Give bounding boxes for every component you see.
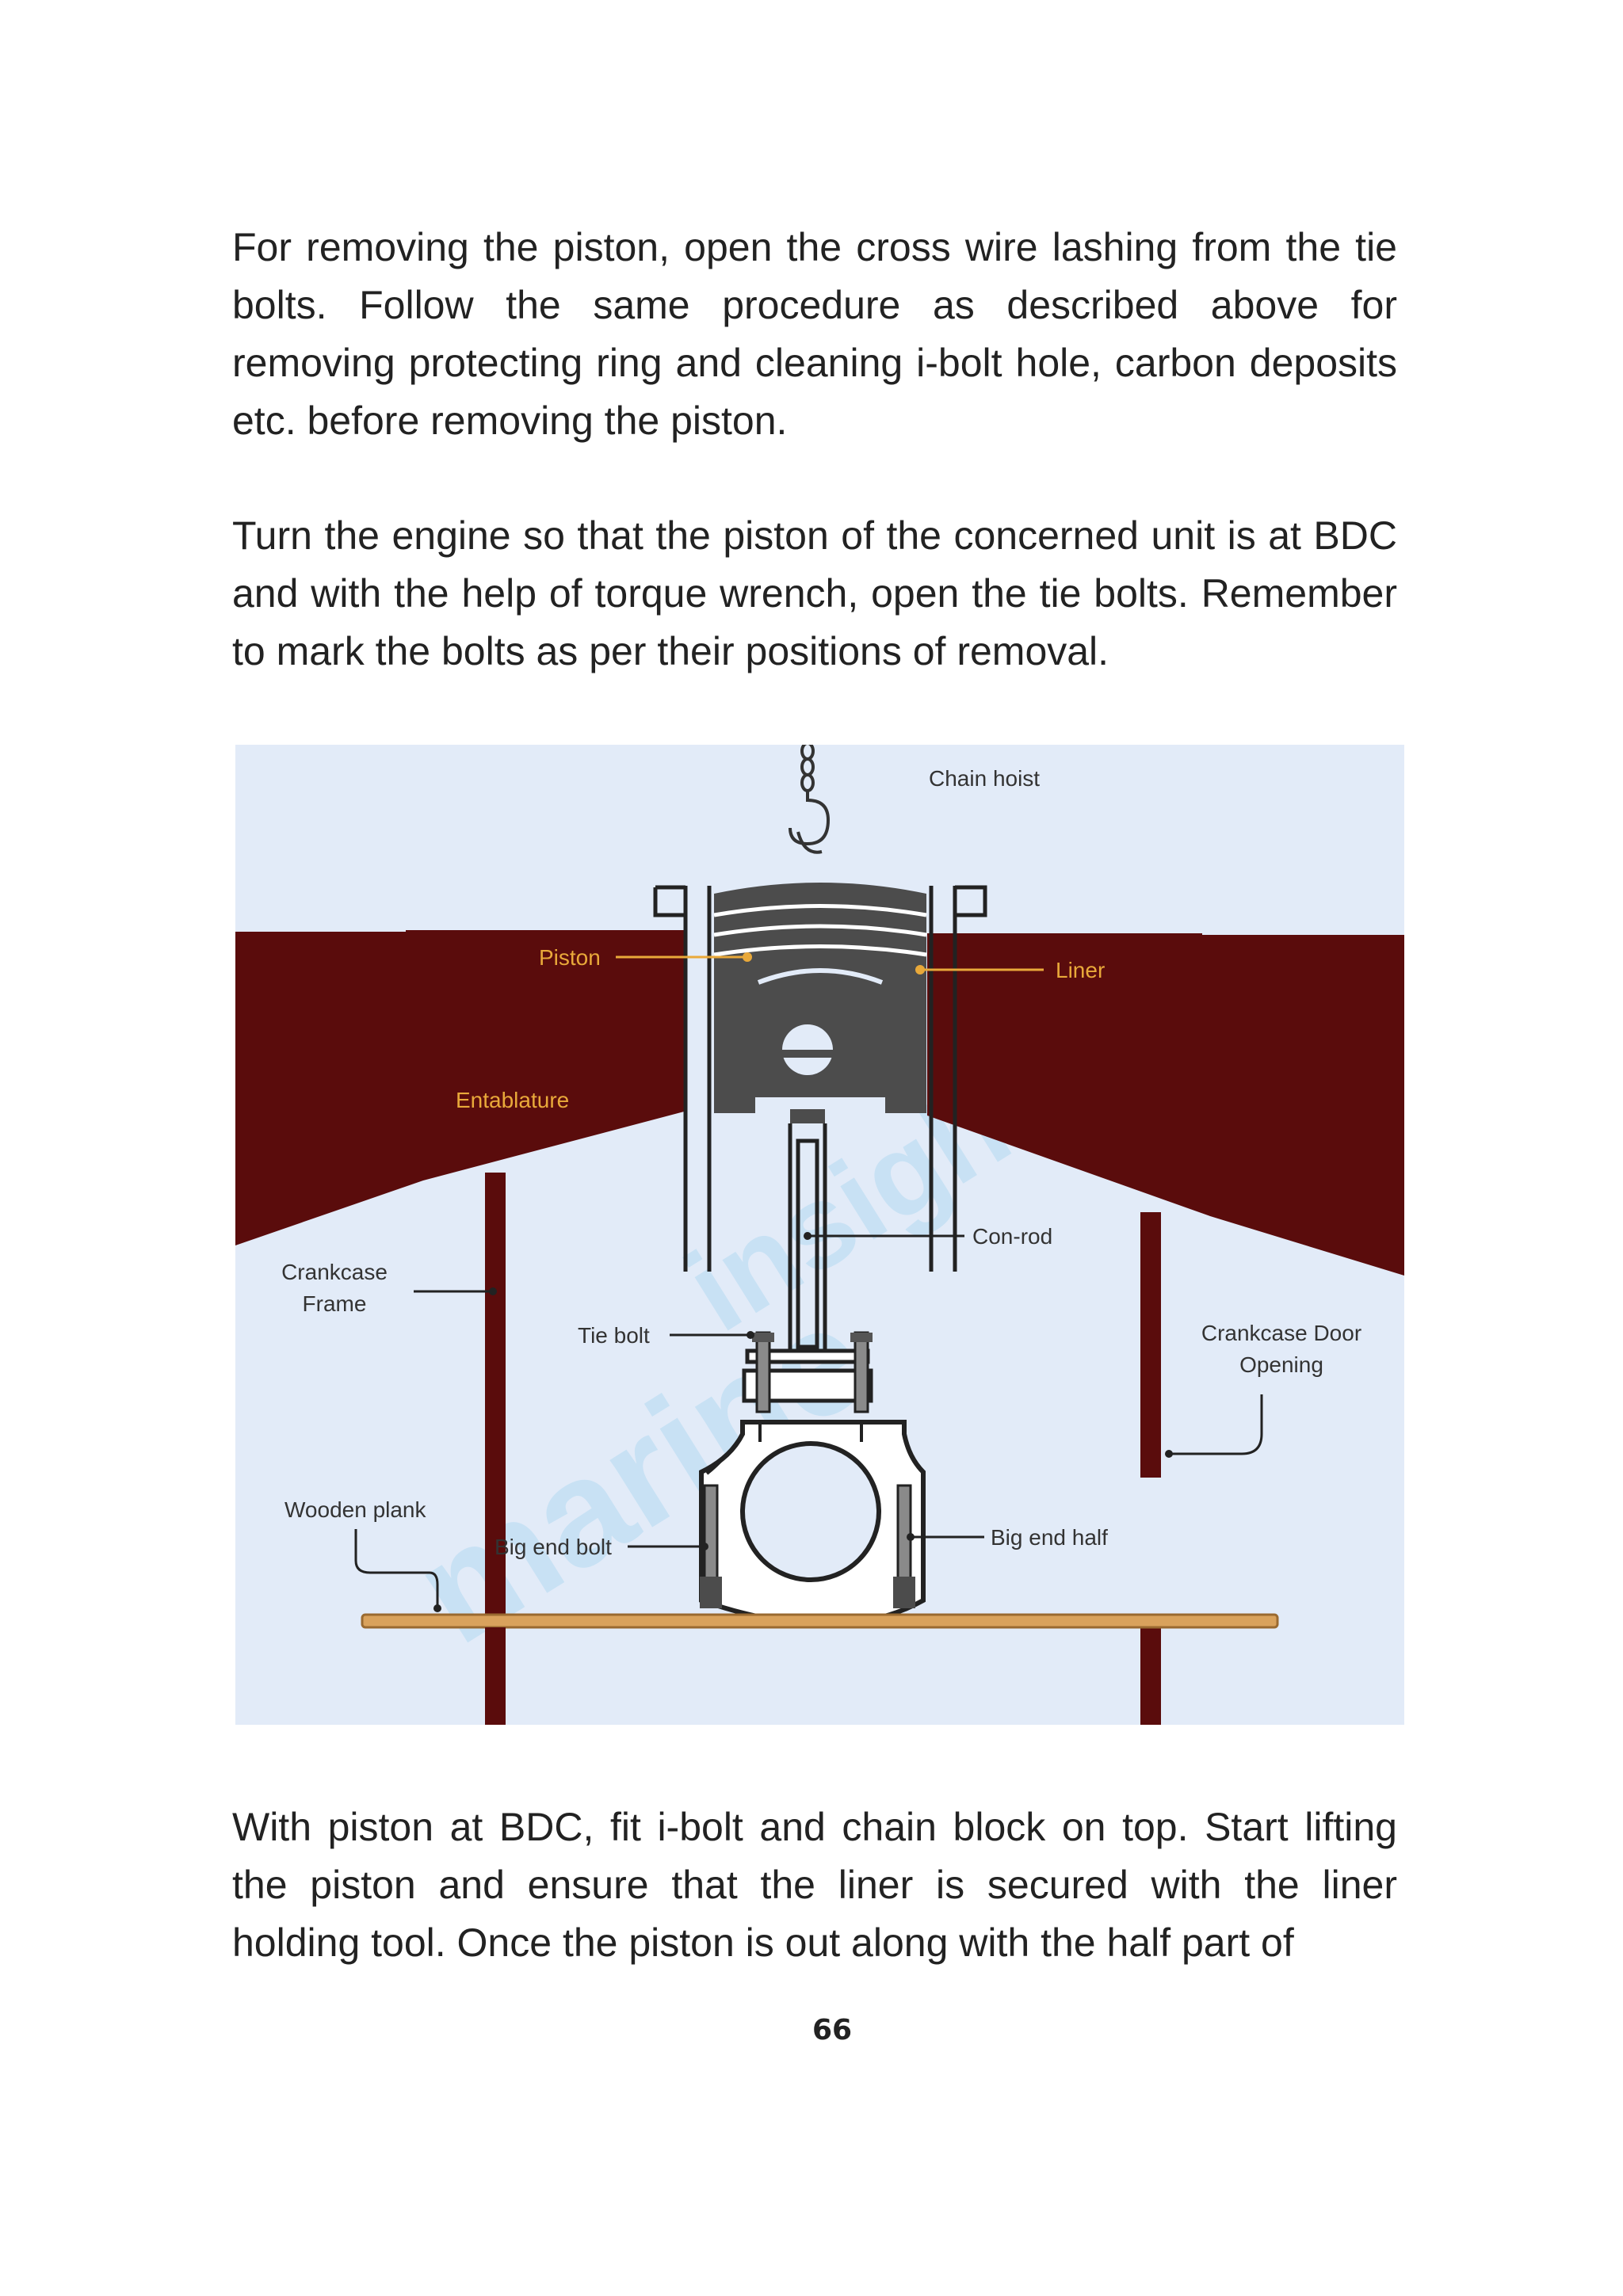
label-crankcase-frame-2: Frame [303,1291,367,1316]
wooden-plank [361,1613,1279,1629]
label-piston: Piston [539,945,601,970]
plank-support-right [1140,1624,1161,1725]
paragraph-3: With piston at BDC, fit i-bolt and chain… [232,1805,1397,1965]
piston [713,883,927,1113]
label-wooden-plank: Wooden plank [285,1497,427,1522]
paragraph-1: For removing the piston, open the cross … [232,225,1397,443]
piston-removal-diagram: marine insight [235,745,1404,1725]
chain-hoist-icon [789,745,831,854]
liner [653,885,987,1272]
label-tie-bolt: Tie bolt [578,1323,650,1348]
entablature-left [235,930,687,1245]
paragraph-2: Turn the engine so that the piston of th… [232,513,1397,673]
label-chain-hoist: Chain hoist [929,766,1040,791]
label-crankcase-door-2: Opening [1239,1352,1323,1377]
label-con-rod: Con-rod [972,1224,1052,1249]
page-number: 66 [812,2014,853,2046]
entablature-right [927,933,1404,1276]
label-big-end-bolt: Big end bolt [495,1535,612,1559]
wooden-plank-leader [354,1529,439,1608]
tie-bolt [752,1331,873,1413]
label-liner: Liner [1056,958,1105,982]
label-crankcase-door-1: Crankcase Door [1201,1321,1361,1345]
label-crankcase-frame-1: Crankcase [281,1260,388,1284]
crankcase-door-leader [1169,1394,1263,1455]
plank-support-left [485,1627,506,1725]
big-end-bolt [700,1484,915,1608]
crankcase-frame-right [1140,1212,1161,1478]
label-big-end-half: Big end half [991,1525,1108,1550]
label-entablature: Entablature [456,1088,569,1112]
big-end-half [699,1420,926,1627]
